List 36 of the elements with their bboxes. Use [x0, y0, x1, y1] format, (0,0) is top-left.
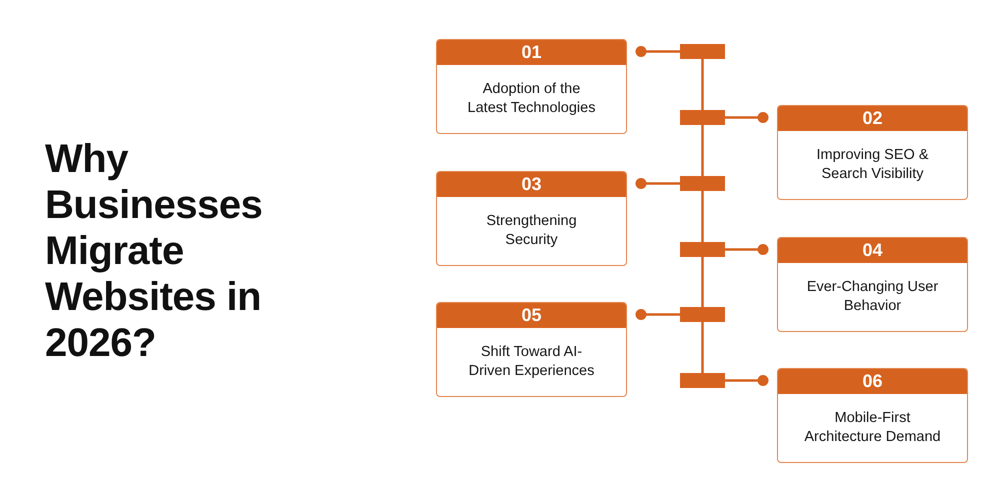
step-card: [436, 39, 627, 134]
connector-line: [701, 191, 704, 242]
step-number: 04: [778, 238, 967, 263]
timeline-bar: [680, 373, 725, 388]
connector-line: [725, 244, 768, 255]
step-number: 02: [778, 106, 967, 131]
step-card: [436, 302, 627, 397]
step-text: Mobile-First Architecture Demand: [803, 409, 942, 447]
connector-line: [701, 322, 704, 373]
step-card: [777, 368, 968, 463]
connector-line: [636, 46, 680, 57]
timeline-bar: [680, 176, 725, 191]
connector-line: [725, 112, 768, 123]
step-text: Improving SEO & Search Visibility: [815, 146, 930, 184]
timeline-bar: [680, 242, 725, 257]
connector-line: [636, 309, 680, 320]
step-text: Ever-Changing User Behavior: [806, 278, 940, 316]
connector-line: [701, 257, 704, 307]
step-text: Strengthening Security: [485, 212, 578, 250]
step-card: [436, 171, 627, 266]
step-number: 05: [437, 303, 626, 328]
connector-line: [725, 375, 768, 386]
step-number: 03: [437, 172, 626, 197]
step-card: [777, 237, 968, 332]
step-card: [777, 105, 968, 200]
timeline-bar: [680, 44, 725, 59]
timeline-bar: [680, 307, 725, 322]
timeline-bar: [680, 110, 725, 125]
step-number: 01: [437, 40, 626, 65]
step-number: 06: [778, 369, 967, 394]
step-text: Shift Toward AI-Driven Experiences: [468, 343, 596, 381]
title: Why Businesses Migrate Websites in 2026?: [45, 136, 264, 366]
connector-line: [701, 125, 704, 176]
step-text: Adoption of the Latest Technologies: [466, 80, 596, 118]
connector-line: [701, 59, 704, 110]
connector-line: [636, 178, 680, 189]
